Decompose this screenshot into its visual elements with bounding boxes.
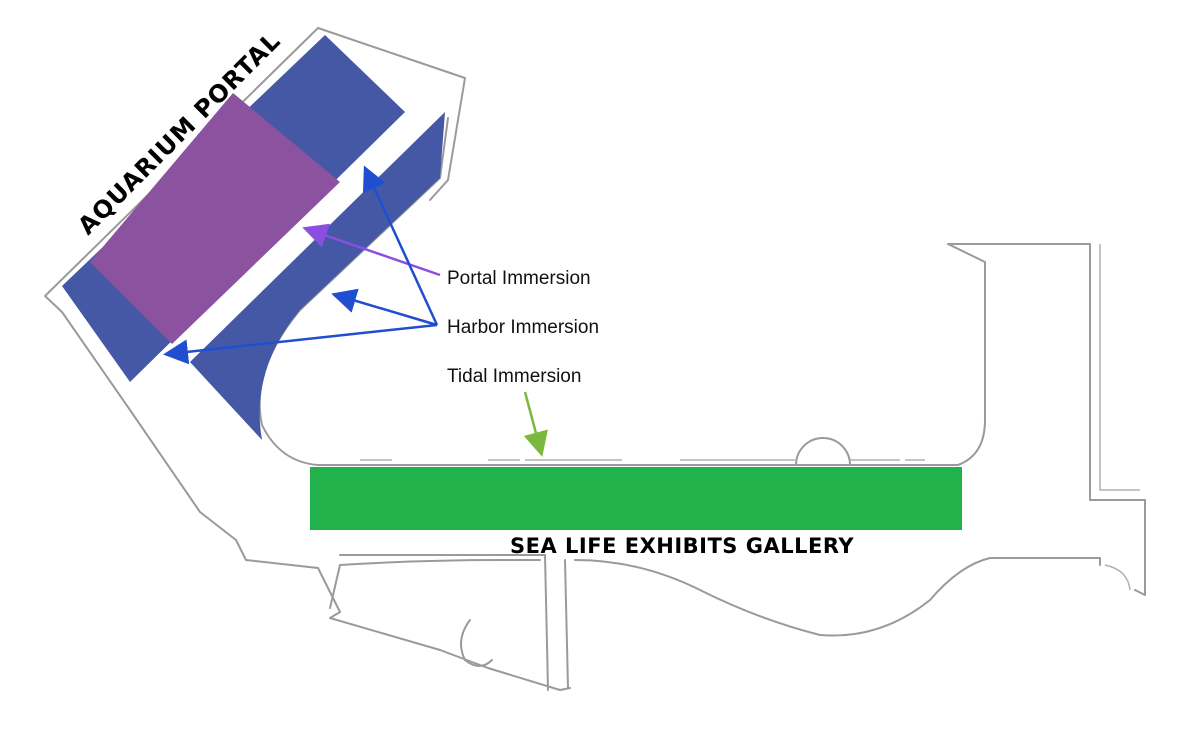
portal-immersion-label: Portal Immersion [447,268,591,289]
portal-wing-outer-wall [317,27,466,201]
gallery-label: SEA LIFE EXHIBITS GALLERY [510,534,854,558]
tidal-immersion-arrow [523,391,548,457]
harbor-immersion-arrow-middle [331,288,438,327]
tidal-immersion-zone [310,467,962,530]
round-column [795,437,851,466]
harbor-immersion-arrow-upper [362,165,439,326]
portal-wing-inner-wall [258,117,986,466]
immersion-zones [62,35,962,530]
harbor-immersion-label: Harbor Immersion [447,317,599,338]
harbor-immersion-arrow-lower [163,323,438,365]
portal-immersion-zone [90,93,340,344]
east-wing-wall [947,243,1146,596]
service-corridor-wall [544,554,569,691]
harbor-immersion-zone-inner [190,112,445,440]
callout-arrows [163,165,548,457]
lower-room-wall [329,559,541,667]
east-door-swing [1104,564,1131,591]
gallery-lower-wall [339,554,1101,637]
tidal-immersion-label: Tidal Immersion [447,366,581,387]
portal-immersion-arrow [302,223,441,277]
east-wing-inner-wall [1099,244,1140,491]
